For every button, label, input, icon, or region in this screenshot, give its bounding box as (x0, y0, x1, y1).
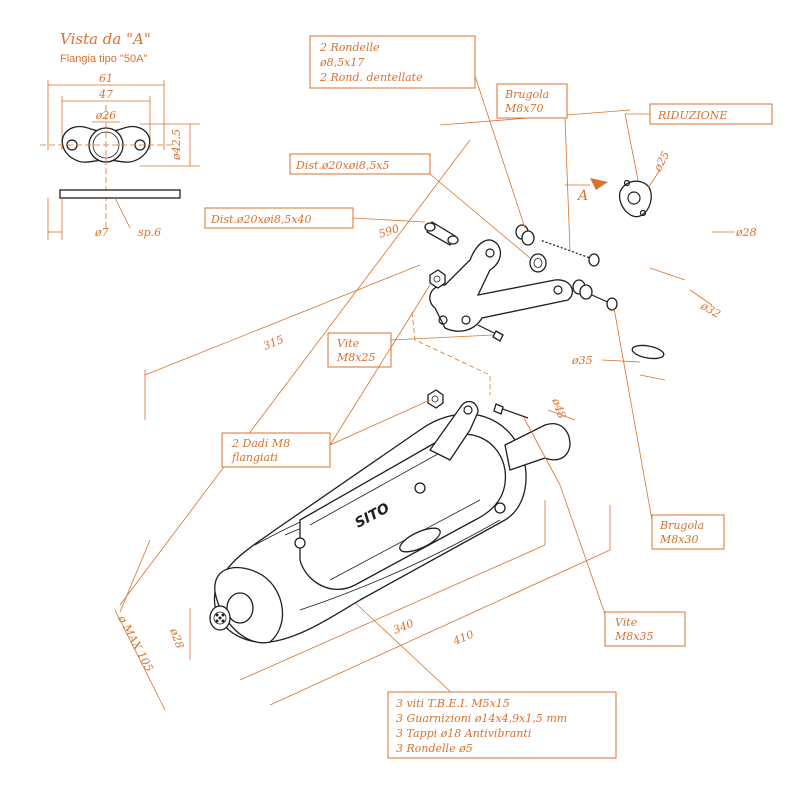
dim-dia-26: ø26 (95, 109, 117, 122)
brugola-top-line-1: Brugola (504, 88, 549, 101)
dim-410: 410 (450, 628, 475, 648)
dist-long-label: Dist.ø20xøi8,5x40 (210, 213, 312, 226)
dim-dia-42-5: ø42.5 (170, 129, 183, 161)
vite-m8x25-line-1: Vite (337, 337, 360, 350)
kit-line-2: 3 Guarnizioni ø14x4,9x1,5 mm (396, 712, 567, 725)
shield-screw-2 (294, 537, 306, 549)
vite-m8x35-line-1: Vite (615, 616, 638, 629)
header-flange (618, 180, 652, 218)
dim-max-105: ø MAX 105 (115, 612, 156, 673)
muffler-mount-tab (429, 400, 479, 461)
view-subtitle: Flangia tipo "50A" (60, 53, 147, 65)
kit-line-3: 3 Tappi ø18 Antivibranti (396, 727, 531, 740)
dim-dia-48: ø48 (549, 396, 569, 421)
callouts: 2 Rondelle ø8,5x17 2 Rond. dentellate Br… (204, 35, 773, 759)
callout-brugola-m8x70 (496, 83, 568, 119)
riduzione-label: RIDUZIONE (657, 109, 727, 122)
washer-2 (521, 230, 535, 246)
callout-kit-list (387, 691, 617, 759)
nut-lower (427, 389, 444, 409)
bracket-hardware (411, 221, 618, 419)
bolt-m8x30-head (606, 297, 618, 311)
callout-dadi (221, 432, 331, 468)
view-a-marker: A (576, 188, 588, 204)
kit-line-1: 3 viti T.B.E.I. M5x15 (396, 697, 510, 710)
brugola-bottom-line-2: M8x30 (659, 533, 698, 546)
pipe-joint-ring (631, 344, 665, 360)
exhaust-assembly: SITO (209, 179, 712, 644)
callout-vite-m8x35 (604, 611, 686, 647)
screw-m8x25-head (492, 330, 504, 342)
callout-dist-short (289, 153, 431, 175)
view-a-arrow (590, 178, 608, 190)
vite-m8x25-line-2: M8x25 (336, 351, 375, 364)
rondelle-line-2: ø8,5x17 (319, 56, 364, 69)
dim-thickness: sp.6 (138, 226, 161, 239)
rondelle-line-1: 2 Rondelle (319, 41, 380, 54)
inlet-cone (504, 423, 571, 471)
callout-rondelle (309, 35, 476, 89)
dim-61: 61 (99, 72, 113, 85)
view-title: Vista da "A" (60, 30, 151, 48)
flange-view: Vista da "A" Flangia tipo "50A" 61 47 ø2… (40, 30, 200, 240)
dim-47: 47 (98, 88, 113, 101)
bolt-m8x70-head (588, 253, 600, 267)
dadi-line-1: 2 Dadi M8 (231, 437, 290, 450)
kit-line-4: 3 Rondelle ø5 (396, 742, 473, 755)
dist-small-label: Dist.ø20xøi8,5x5 (295, 159, 390, 172)
dim-outlet-28: ø28 (167, 626, 187, 651)
dim-315: 315 (261, 333, 285, 353)
shield-screw-1 (414, 482, 426, 494)
spacer-short (529, 253, 547, 273)
dim-hole-7: ø7 (94, 226, 109, 239)
dim-dia-28-top: ø28 (735, 226, 757, 239)
dim-dia-25: ø25 (651, 149, 673, 174)
dadi-line-2: flangiati (231, 451, 278, 464)
callout-vite-m8x25 (327, 332, 392, 368)
shield-screw-3 (494, 502, 506, 514)
dim-340: 340 (391, 617, 415, 637)
brugola-top-line-2: M8x70 (504, 102, 543, 115)
tailpipe-collar (226, 592, 254, 624)
mounting-bracket (429, 239, 573, 332)
badge-oval (399, 527, 441, 553)
flange-side-profile (59, 189, 181, 199)
rondelle-line-3: 2 Rond. dentellate (319, 71, 423, 84)
callout-brugola-m8x30 (651, 514, 725, 550)
heat-shield (299, 433, 507, 591)
dim-590: 590 (377, 222, 401, 241)
dim-dia-35: ø35 (571, 354, 593, 367)
washer-4 (579, 284, 593, 300)
screw-m8x35-head (493, 403, 504, 415)
dim-dia-32: ø32 (698, 299, 723, 321)
nut-upper (429, 269, 446, 289)
brugola-bottom-line-1: Brugola (659, 519, 704, 532)
vite-m8x35-line-2: M8x35 (614, 630, 653, 643)
